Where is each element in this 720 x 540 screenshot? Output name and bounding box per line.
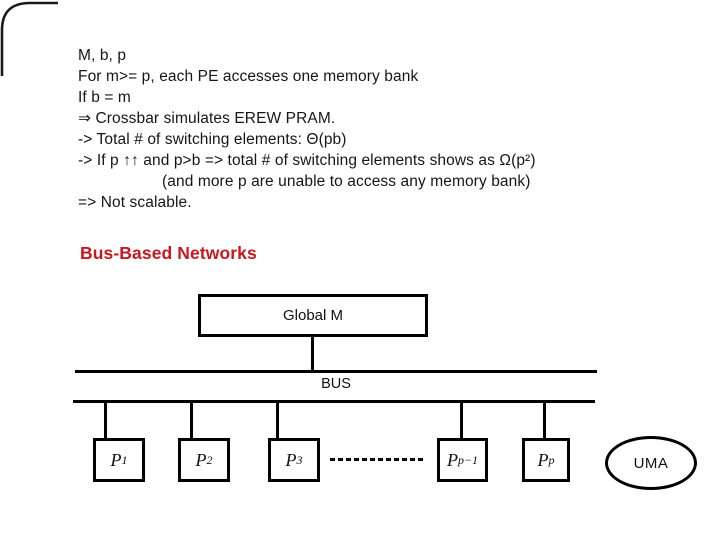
processor-label: P <box>110 449 122 470</box>
bus-bottom-line <box>73 400 595 403</box>
note-line: -> If p ↑↑ and p>b => total # of switchi… <box>78 152 536 169</box>
note-line: For m>= p, each PE accesses one memory b… <box>78 68 419 85</box>
note-line: M, b, p <box>78 47 127 64</box>
global-memory-label: Global M <box>282 307 344 324</box>
processor-subscript: p−1 <box>457 452 479 467</box>
note-line: (and more p are unable to access any mem… <box>162 173 531 190</box>
uma-ellipse: UMA <box>605 436 697 490</box>
bus-label: BUS <box>321 376 351 392</box>
processor-connector <box>460 403 463 438</box>
processor-label: P <box>285 449 297 470</box>
ellipsis-dashes <box>330 458 425 461</box>
bus-top-line <box>75 370 597 373</box>
processor-connector <box>543 403 546 438</box>
uma-label: UMA <box>633 454 669 472</box>
note-line: If b = m <box>78 89 131 106</box>
global-memory-to-bus-connector <box>311 337 314 371</box>
notes-block: M, b, p For m>= p, each PE accesses one … <box>78 45 638 213</box>
note-line: -> Total # of switching elements: Θ(pb) <box>78 131 347 148</box>
note-line: ⇒ Crossbar simulates EREW PRAM. <box>78 110 336 127</box>
processor-label: P <box>537 449 549 470</box>
note-line: => Not scalable. <box>78 194 192 211</box>
processor-connector <box>190 403 193 438</box>
processor-label: P <box>446 449 458 470</box>
processor-subscript: 3 <box>296 452 303 467</box>
processor-subscript: 1 <box>121 452 128 467</box>
processor-connector <box>276 403 279 438</box>
processor-subscript: p <box>548 452 555 467</box>
slide-corner-arc-icon <box>0 1 58 76</box>
global-memory-box: Global M <box>198 294 428 337</box>
processor-label: P <box>195 449 207 470</box>
processor-subscript: 2 <box>206 452 213 467</box>
section-heading: Bus-Based Networks <box>80 243 257 263</box>
processor-connector <box>104 403 107 438</box>
